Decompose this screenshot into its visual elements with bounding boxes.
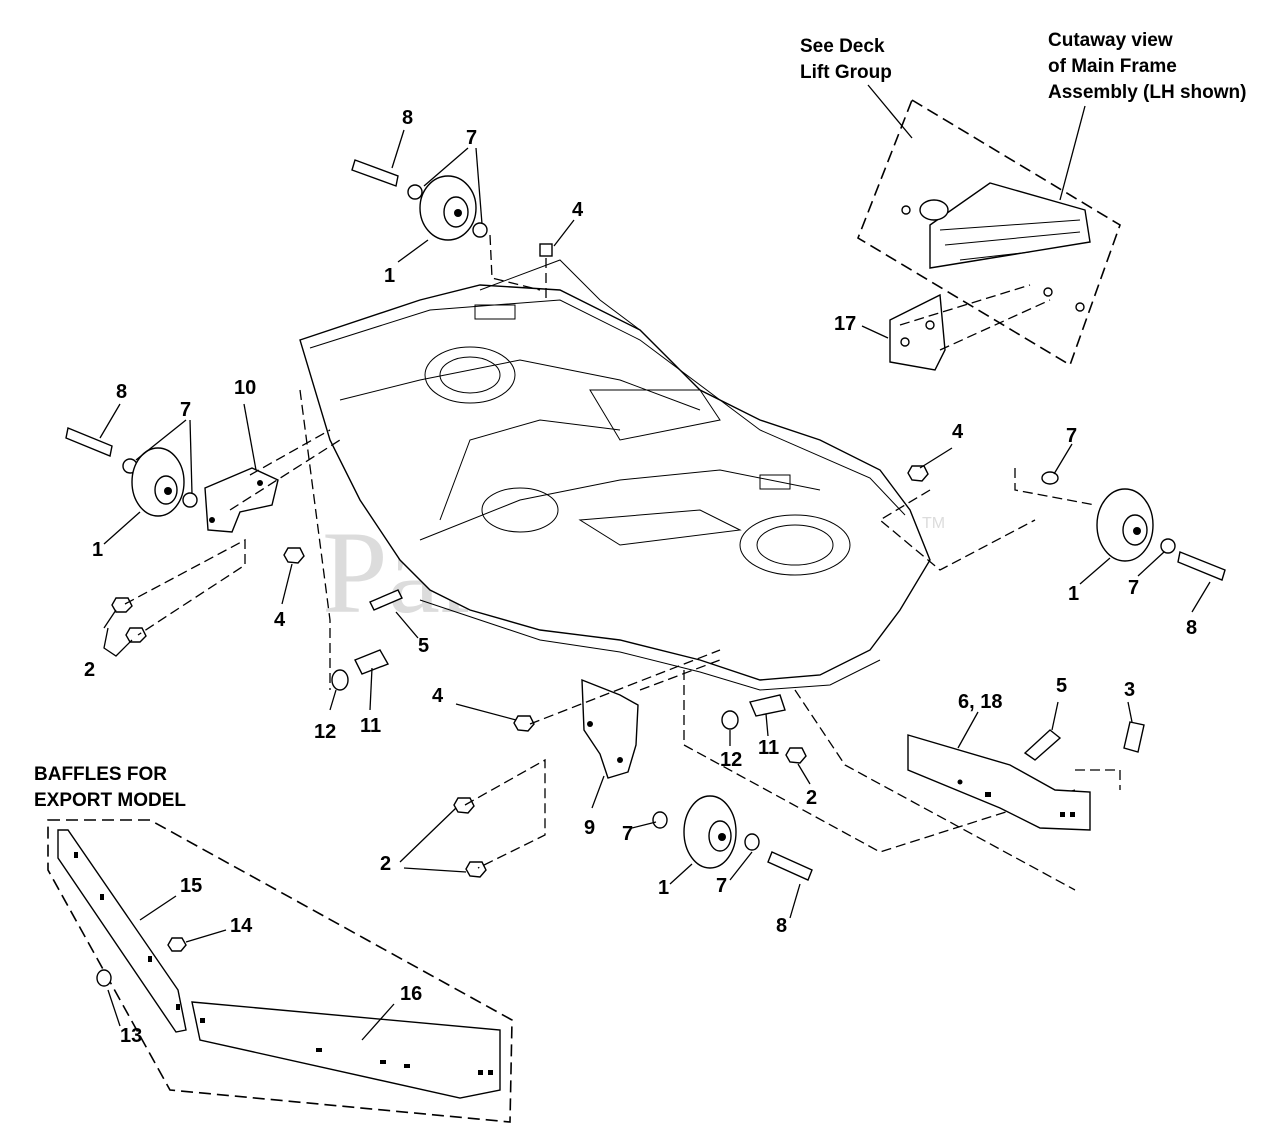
callout-16: 16 [400, 983, 422, 1005]
callout-1: 1 [92, 539, 103, 561]
callout-labels: 8 7 4 1 17 8 7 10 1 4 2 5 12 11 4 7 1 7 … [84, 107, 1197, 1047]
callout-4: 4 [274, 609, 286, 631]
front-wheel-assembly [453, 649, 813, 881]
left-hardware [331, 589, 403, 691]
callout-1: 1 [384, 265, 395, 287]
callout-14: 14 [230, 915, 253, 937]
baffle-15 [57, 829, 187, 1033]
right-bolt [1177, 551, 1226, 581]
bolt-5-right [1023, 729, 1062, 761]
bracket-9 [581, 678, 639, 779]
bolt-3 [1123, 721, 1145, 753]
callout-5: 5 [1056, 675, 1067, 697]
callout-8: 8 [1186, 617, 1197, 639]
callout-15: 15 [180, 875, 202, 897]
bolt-13 [96, 969, 112, 987]
baffle-16 [191, 1001, 501, 1099]
callout-4: 4 [952, 421, 964, 443]
cutaway-inset [857, 98, 1121, 371]
front-washer-7 [652, 811, 668, 829]
nut-2-mid [785, 747, 807, 764]
baffle-6-18 [907, 721, 1145, 831]
svg-text:of Main Frame: of Main Frame [1048, 56, 1177, 77]
svg-text:Assembly (LH shown): Assembly (LH shown) [1048, 82, 1246, 103]
right-nut-4 [907, 465, 929, 482]
top-bolt [351, 159, 399, 187]
front-bolt [767, 851, 813, 881]
top-washer-left [407, 184, 423, 200]
callout-10: 10 [234, 377, 256, 399]
callout-7: 7 [716, 875, 727, 897]
callout-2: 2 [380, 853, 391, 875]
svg-text:See Deck: See Deck [800, 36, 885, 57]
left-nut-4 [283, 547, 305, 564]
leader-lines [99, 84, 1211, 1041]
washer-12-left [331, 669, 349, 691]
bracket-10 [204, 467, 279, 533]
callout-13: 13 [120, 1025, 142, 1047]
svg-text:TM: TM [922, 515, 945, 532]
top-washer-right [472, 222, 488, 238]
export-baffles-inset [47, 819, 513, 1123]
nut-14 [167, 937, 187, 952]
svg-text:EXPORT MODEL: EXPORT MODEL [34, 790, 186, 811]
left-bolt [65, 427, 113, 457]
callout-7: 7 [1066, 425, 1077, 447]
callout-8: 8 [116, 381, 127, 403]
callout-4: 4 [572, 199, 584, 221]
svg-text:BAFFLES FOR: BAFFLES FOR [34, 764, 167, 785]
callout-6-18: 6, 18 [958, 691, 1002, 713]
callout-7: 7 [180, 399, 191, 421]
left-wheel-assembly [65, 389, 341, 690]
mower-deck [299, 259, 931, 691]
middle-hardware [683, 670, 1076, 891]
callout-1: 1 [1068, 583, 1079, 605]
callout-5: 5 [418, 635, 429, 657]
svg-text:Lift Group: Lift Group [800, 62, 892, 83]
svg-text:Cutaway view: Cutaway view [1048, 30, 1173, 51]
callout-9: 9 [584, 817, 595, 839]
callout-7: 7 [622, 823, 633, 845]
callout-3: 3 [1124, 679, 1135, 701]
callout-2: 2 [84, 659, 95, 681]
callout-8: 8 [776, 915, 787, 937]
note-baffles: BAFFLES FOR EXPORT MODEL [34, 764, 186, 811]
note-cutaway: Cutaway view of Main Frame Assembly (LH … [1048, 30, 1246, 103]
callout-11: 11 [758, 737, 779, 759]
callout-11: 11 [360, 715, 381, 737]
callout-1: 1 [658, 877, 669, 899]
callout-17: 17 [834, 313, 856, 335]
bolt-11-mid [749, 694, 786, 717]
bolt-5-left [369, 589, 403, 611]
left-nut-2b [125, 627, 147, 643]
callout-2: 2 [806, 787, 817, 809]
callout-12: 12 [720, 749, 742, 771]
front-nut-4 [513, 715, 535, 732]
callout-7: 7 [1128, 577, 1139, 599]
right-wheel-assembly [878, 465, 1226, 581]
callout-8: 8 [402, 107, 413, 129]
callout-4: 4 [432, 685, 444, 707]
callout-7: 7 [466, 127, 477, 149]
front-nut-2a [453, 797, 475, 814]
left-nut-2a [111, 597, 133, 613]
bolt-11-left [354, 649, 390, 675]
top-nut [539, 243, 553, 257]
right-washer-top [1041, 471, 1059, 485]
right-washer-bottom [1160, 538, 1176, 554]
front-nut-2b [465, 861, 487, 878]
note-deck-lift: See Deck Lift Group [800, 36, 892, 83]
washer-12-mid [721, 710, 739, 730]
callout-12: 12 [314, 721, 336, 743]
front-washer-7b [744, 833, 760, 851]
top-wheel-assembly [351, 159, 553, 300]
